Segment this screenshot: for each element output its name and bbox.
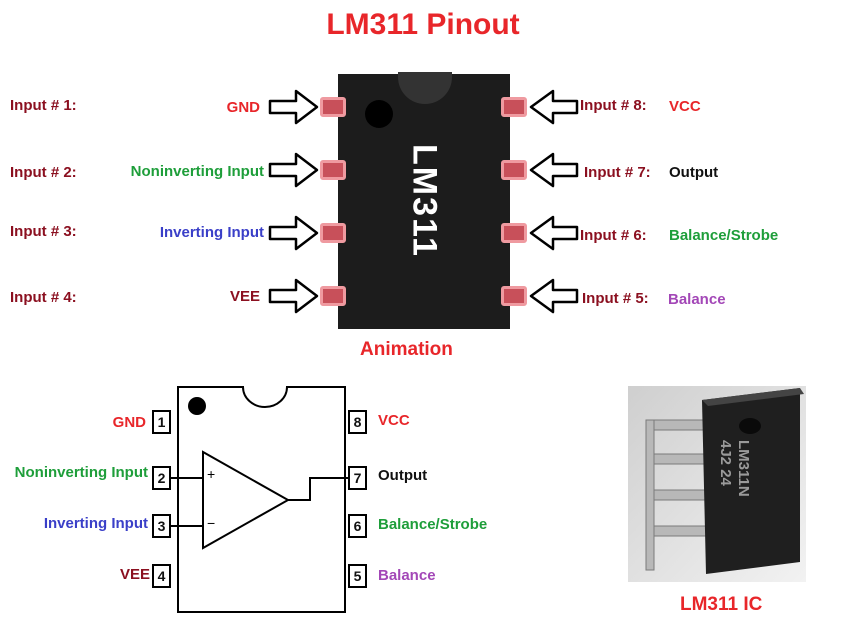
input-label-2: Input # 2: bbox=[10, 164, 77, 181]
chip-pin-3 bbox=[320, 223, 346, 243]
chip-pin-2 bbox=[320, 160, 346, 180]
arrow-icon bbox=[529, 278, 579, 314]
input-label-3: Input # 3: bbox=[10, 223, 77, 240]
schematic-pin-2: 2 bbox=[157, 470, 166, 486]
schematic-body bbox=[177, 386, 346, 613]
minus-sign: − bbox=[207, 515, 216, 531]
pin-name-vcc: VCC bbox=[669, 98, 701, 115]
chip-body: LM311 bbox=[338, 72, 510, 329]
pin-name-balance-strobe: Balance/Strobe bbox=[669, 227, 779, 244]
input-label-6: Input # 6: bbox=[580, 227, 647, 244]
schematic-pin-5: 5 bbox=[353, 568, 362, 584]
input-label-8: Input # 8: bbox=[580, 97, 647, 114]
schematic-label-balance-strobe: Balance/Strobe bbox=[378, 516, 488, 533]
pin-name-vee: VEE bbox=[229, 288, 260, 305]
page-title: LM311 Pinout bbox=[326, 8, 520, 41]
schematic-label-output: Output bbox=[378, 467, 428, 484]
pin-name-balance: Balance bbox=[668, 291, 726, 308]
chip-pin-5 bbox=[501, 286, 527, 306]
schematic-label-balance: Balance bbox=[378, 567, 436, 584]
chip-pin-7 bbox=[501, 160, 527, 180]
arrow-icon bbox=[268, 152, 319, 188]
arrows-layer bbox=[268, 89, 579, 314]
input-label-4: Input # 4: bbox=[10, 289, 77, 306]
input-label-5: Input # 5: bbox=[582, 290, 649, 307]
schematic-label-vcc: VCC bbox=[378, 412, 410, 429]
arrow-icon bbox=[529, 215, 579, 251]
chip-pin-6 bbox=[501, 223, 527, 243]
schematic-pin-8: 8 bbox=[353, 414, 362, 430]
schematic-pin-1: 1 bbox=[157, 414, 166, 430]
ic-photo-marking: LM311N 4J2 24 bbox=[716, 440, 752, 497]
arrow-icon bbox=[268, 215, 319, 251]
pin-name-gnd: GND bbox=[226, 99, 260, 116]
animation-caption: Animation bbox=[360, 339, 453, 360]
arrow-icon bbox=[529, 89, 579, 125]
pin1-marker bbox=[188, 397, 206, 415]
arrow-icon bbox=[268, 89, 319, 125]
schematic-diagram bbox=[152, 386, 367, 613]
schematic-pin-4: 4 bbox=[157, 568, 166, 584]
input-label-7: Input # 7: bbox=[584, 164, 651, 181]
ic-marking-line-2: 4J2 24 bbox=[717, 440, 734, 486]
pin-name-inverting: Inverting Input bbox=[159, 224, 264, 241]
arrow-icon bbox=[268, 278, 319, 314]
schematic-label-gnd: GND bbox=[112, 414, 146, 431]
schematic-pin-6: 6 bbox=[353, 518, 362, 534]
comparator-triangle bbox=[202, 450, 291, 550]
ic-photo bbox=[628, 386, 806, 582]
ic-marking-line-1: LM311N bbox=[735, 440, 752, 497]
schematic-pin-3: 3 bbox=[157, 518, 166, 534]
photo-caption: LM311 IC bbox=[680, 594, 763, 615]
plus-sign: + bbox=[207, 466, 216, 482]
pin1-dot bbox=[365, 100, 393, 128]
chip-pin-1 bbox=[320, 97, 346, 117]
schematic-pin-7: 7 bbox=[353, 470, 362, 486]
schematic-label-vee: VEE bbox=[119, 566, 150, 583]
chip-pin-4 bbox=[320, 286, 346, 306]
chip-pin-8 bbox=[501, 97, 527, 117]
arrow-icon bbox=[529, 152, 579, 188]
pin-name-noninverting: Noninverting Input bbox=[130, 163, 264, 180]
input-label-1: Input # 1: bbox=[10, 97, 77, 114]
schematic-label-inverting: Inverting Input bbox=[43, 515, 148, 532]
pin-name-output: Output bbox=[669, 164, 719, 181]
schematic-label-noninverting: Noninverting Input bbox=[14, 464, 148, 481]
